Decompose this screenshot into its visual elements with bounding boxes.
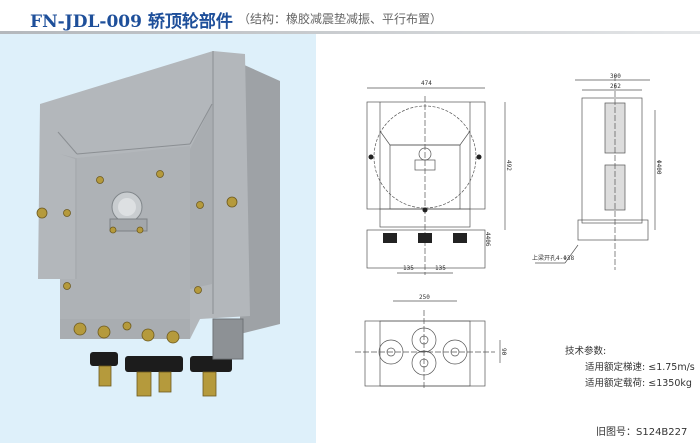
spec-value: ≤1.75m/s xyxy=(648,362,695,373)
spec-value: ≤1350kg xyxy=(648,378,692,389)
product-photo xyxy=(36,51,280,397)
dim-pitch: 250 xyxy=(419,294,430,301)
spec-label: 适用额定梯速: xyxy=(585,362,646,373)
dim-inner-width: 262 xyxy=(610,83,621,90)
old-drawing-label: 旧图号： xyxy=(596,427,636,438)
header-divider xyxy=(0,31,700,34)
rubber-pads xyxy=(90,352,232,372)
dim-spacing-left: 135 xyxy=(403,265,414,272)
technical-specs: 技术参数: 适用额定梯速: ≤1.75m/s 适用额定载荷: ≤1350kg xyxy=(565,344,695,392)
bottom-view-drawing: 250 90 xyxy=(355,294,507,390)
spec-load: 适用额定载荷: ≤1350kg xyxy=(565,376,695,392)
structure-note: （结构：橡胶减震垫减振、平行布置） xyxy=(238,12,443,26)
bolts xyxy=(36,170,238,344)
dim-width: 474 xyxy=(421,80,432,87)
dim-spacing-right: 135 xyxy=(435,265,446,272)
spec-speed: 适用额定梯速: ≤1.75m/s xyxy=(565,360,695,376)
hole-note: 上梁开孔4-Φ38 xyxy=(532,254,574,262)
old-drawing-number: 旧图号：S124B227 xyxy=(596,423,687,438)
specs-heading: 技术参数: xyxy=(565,346,607,357)
front-view-drawing: 474 492 135 135 4406 xyxy=(366,80,512,275)
dim-side: 4406 xyxy=(484,232,491,247)
dim-diameter: Φ400 xyxy=(655,160,662,175)
dim-height: 492 xyxy=(505,160,512,171)
product-title: FN-JDL-009 轿顶轮部件 xyxy=(30,12,233,32)
dim-offset: 90 xyxy=(500,348,507,356)
dim-outer-width: 300 xyxy=(610,73,621,80)
spec-label: 适用额定载荷: xyxy=(585,378,646,389)
old-drawing-value: S124B227 xyxy=(636,427,688,438)
side-view-drawing: 300 262 Φ400 上梁开孔4-Φ38 xyxy=(532,73,662,270)
